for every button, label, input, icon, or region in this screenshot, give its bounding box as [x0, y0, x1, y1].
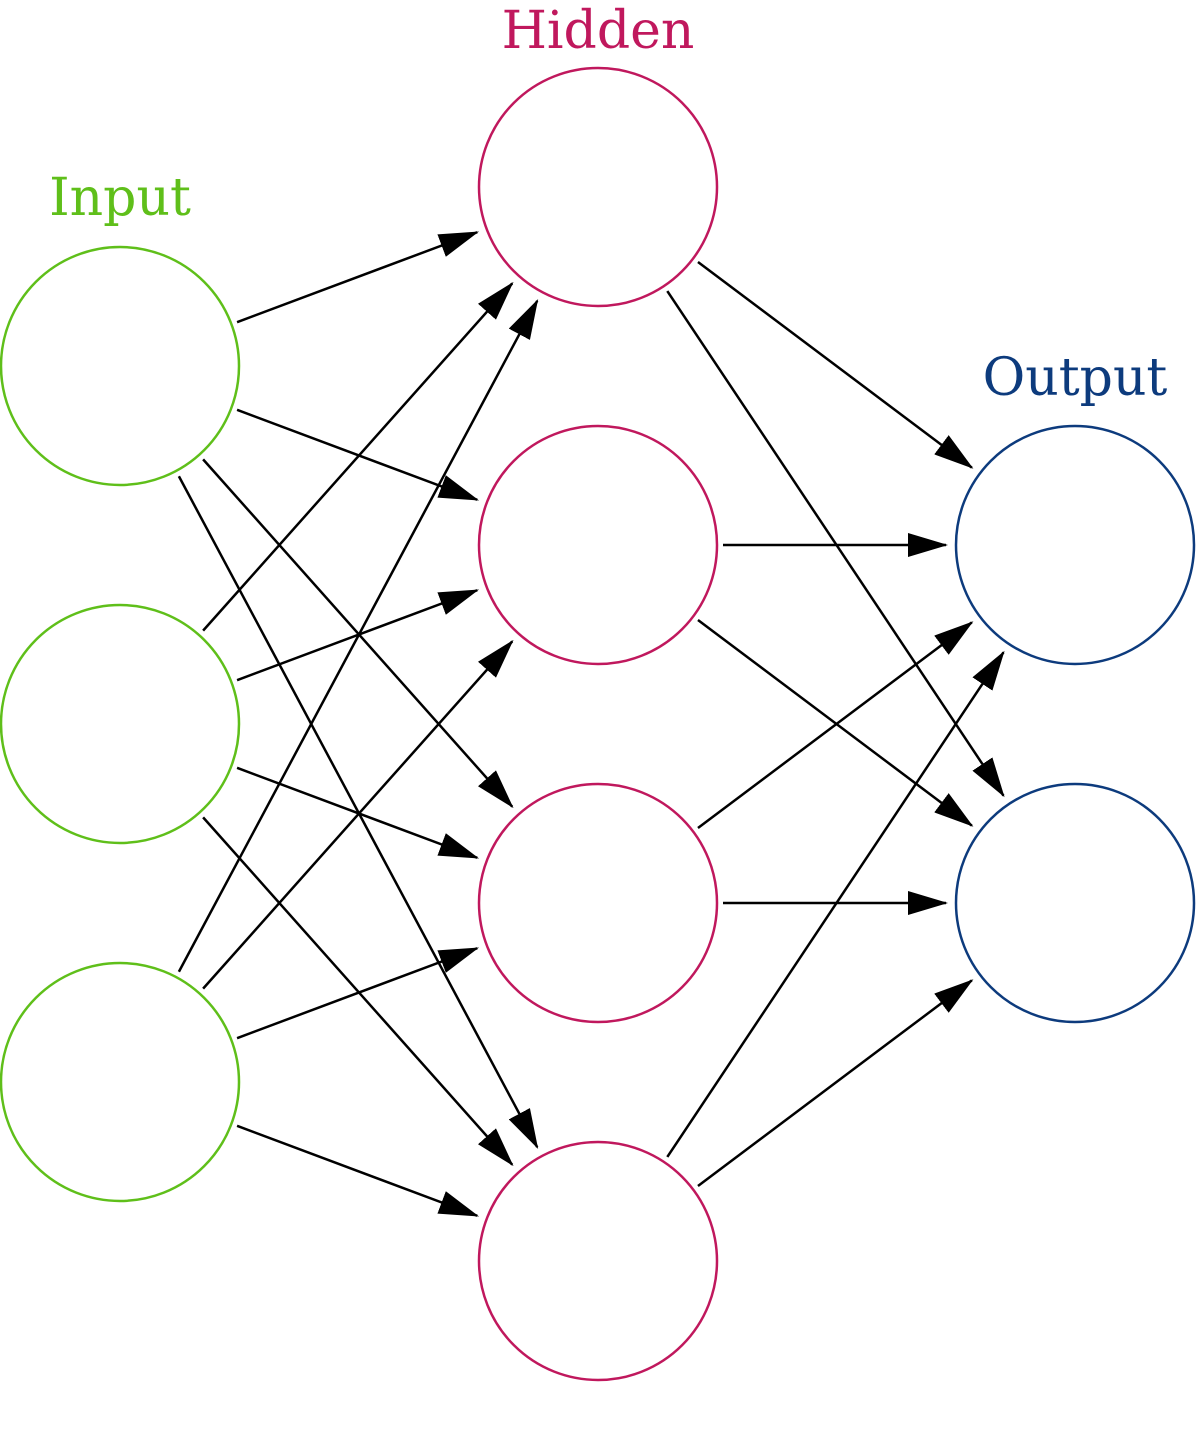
edge-input-1-to-hidden-2 [236, 408, 480, 501]
edge-input-3-to-hidden-2 [202, 639, 514, 990]
hidden-node-3 [477, 782, 719, 1024]
hidden-node-1 [477, 66, 719, 308]
edge-input-3-to-hidden-3 [236, 947, 480, 1040]
edge-input-1-to-hidden-1 [236, 231, 480, 324]
input-node-2 [0, 603, 241, 845]
output-layer-label: Output [983, 348, 1168, 408]
edge-hidden-1-to-output-1 [697, 261, 974, 469]
output-node-2 [954, 782, 1196, 1024]
layer-labels: Input Hidden Output [49, 1, 1167, 408]
edge-input-2-to-hidden-2 [236, 589, 480, 682]
edge-input-1-to-hidden-3 [202, 458, 514, 809]
input-node-3 [0, 961, 241, 1203]
edge-input-3-to-hidden-1 [177, 299, 539, 973]
edge-input-1-to-hidden-4 [177, 475, 539, 1149]
hidden-layer-label: Hidden [502, 1, 695, 61]
edge-input-2-to-hidden-1 [202, 281, 514, 632]
hidden-node-4 [477, 1140, 719, 1382]
edge-input-2-to-hidden-3 [236, 766, 480, 859]
hidden-node-2 [477, 424, 719, 666]
network-nodes [0, 66, 1196, 1382]
edge-hidden-2-to-output-2 [697, 619, 974, 827]
input-layer-label: Input [49, 168, 191, 228]
output-node-1 [954, 424, 1196, 666]
edge-input-3-to-hidden-4 [236, 1124, 480, 1217]
edge-hidden-3-to-output-1 [697, 621, 974, 829]
edge-hidden-4-to-output-2 [697, 979, 974, 1187]
edge-hidden-1-to-output-2 [666, 290, 1005, 798]
connection-edges [177, 231, 1005, 1217]
input-node-1 [0, 245, 241, 487]
edge-input-2-to-hidden-4 [202, 816, 514, 1167]
edge-hidden-4-to-output-1 [666, 650, 1005, 1158]
